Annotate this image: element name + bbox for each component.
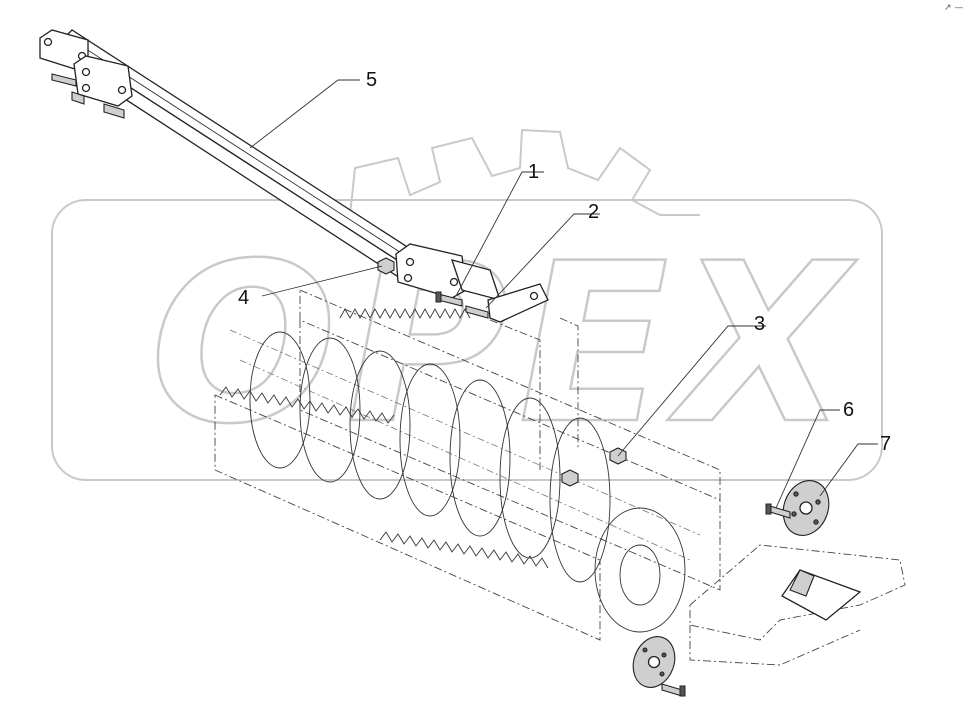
watermark-frame (51, 199, 883, 481)
roller-nut (561, 469, 579, 487)
leader-2 (485, 213, 600, 309)
bolt-part-1 (435, 291, 463, 307)
leader-1 (455, 171, 544, 297)
callout-2: 2 (588, 201, 599, 223)
lower-bearing-plate (632, 636, 686, 697)
nut-part-4 (377, 257, 395, 275)
frame-skid (689, 544, 906, 666)
assembly-line-2 (559, 317, 579, 450)
watermark-letters: OPEX (150, 216, 858, 472)
bolt-part-6 (765, 503, 791, 519)
leader-3 (617, 325, 766, 457)
main-beam (39, 29, 501, 301)
callout-4: 4 (238, 287, 249, 309)
roller-assembly (214, 289, 721, 641)
bracket-part-2 (465, 283, 549, 323)
callout-1: 1 (528, 161, 539, 183)
corner-mark: ↗ — (944, 3, 963, 13)
gear-logo-icon (330, 128, 700, 216)
assembly-line-1 (489, 319, 541, 470)
watermark-logo: OPEX (51, 128, 883, 481)
callout-5: 5 (366, 69, 377, 91)
leader-4 (261, 265, 383, 297)
bearing-plate-part-7 (782, 480, 830, 536)
leader-7 (819, 443, 878, 497)
leader-lines (249, 79, 878, 509)
callout-labels: 1 2 3 4 5 6 7 (238, 69, 891, 455)
leader-5 (249, 79, 360, 149)
leader-6 (775, 409, 840, 509)
callout-7: 7 (880, 433, 891, 455)
skid-bracket (781, 569, 862, 621)
callout-3: 3 (754, 313, 765, 335)
callout-6: 6 (843, 399, 854, 421)
roller-rings (249, 331, 686, 633)
